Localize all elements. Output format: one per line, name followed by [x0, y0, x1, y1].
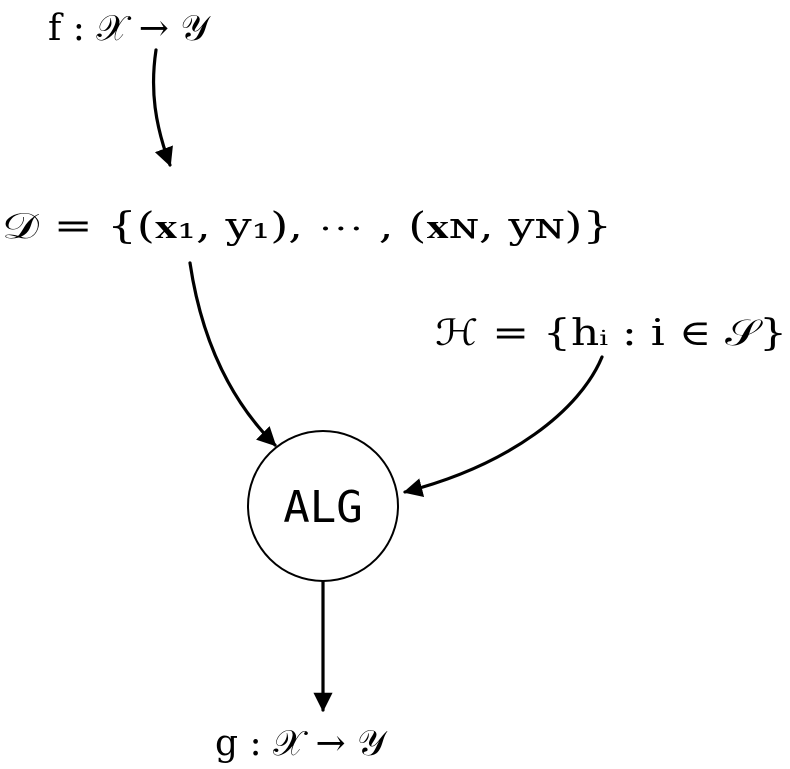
dataset-label: 𝒟 = {(𝐱₁, y₁), ⋯ , (𝐱ɴ, yɴ)}: [2, 206, 612, 247]
arrow-hypothesis-to-algorithm: [403, 355, 604, 497]
arrow-target-to-dataset: [151, 48, 173, 167]
hypothesis-set-label: ℋ = {hᵢ : i ∈ 𝒮}: [435, 313, 787, 354]
arrow-dataset-to-algorithm: [188, 261, 277, 447]
final-hypothesis-label: g : 𝒳 → 𝒴: [215, 723, 388, 764]
algorithm-label: ALG: [283, 482, 362, 533]
target-function-label: f : 𝒳 → 𝒴: [48, 8, 211, 49]
algorithm-node: [247, 430, 399, 582]
